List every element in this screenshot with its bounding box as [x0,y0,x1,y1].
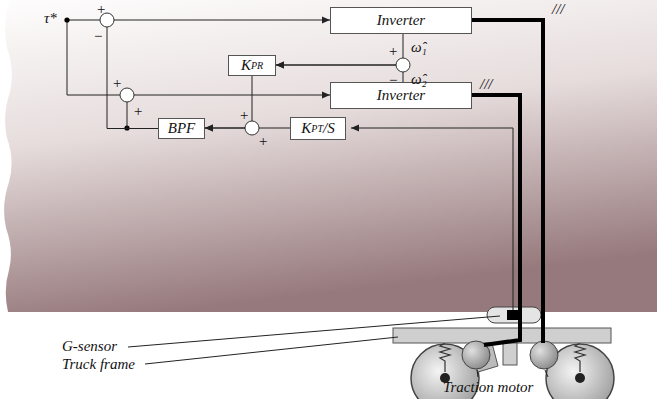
part-name: Traction motor [443,380,533,395]
box-text: K [241,58,251,73]
signal-connector [276,62,403,83]
signal-connector [107,17,330,129]
wheel-hub [575,373,585,383]
g-sensor [507,310,519,320]
inverter-box: Inverter [330,82,472,109]
signal-wire [67,20,513,310]
sign-label: + [133,104,143,119]
box-text: /S [323,121,335,136]
box-text: BPF [168,121,196,136]
sign-label: + [96,2,106,17]
box-text: Inverter [377,88,425,103]
junction-dot [64,17,69,22]
signal-connector [205,125,290,132]
three-phase-mark: /// [480,77,493,92]
control-panel [4,0,657,312]
sign-label: − [388,73,398,88]
arrowhead [351,125,359,132]
box-text: K [301,121,311,136]
signal-name: ω̂₁ [411,40,427,55]
signal-connector [205,76,252,132]
filter-box: BPF [158,118,205,139]
power-line [472,20,543,345]
sign-label: + [112,76,122,91]
sign-label: − [93,29,103,44]
sign-label: + [239,108,249,123]
box-text: Inverter [377,13,425,28]
signal-connector [276,34,403,69]
sign-label: + [388,44,398,59]
integrator-box: KPT/S [290,117,346,140]
three-phase-mark: /// [552,2,565,17]
box-text: PT [311,124,323,134]
sign-label: + [258,134,268,149]
part-name: Truck frame [62,357,135,372]
gain-box: KPR [228,55,276,76]
center-post [503,343,517,365]
leader-line [128,316,548,377]
signal-name: τ* [44,11,57,26]
signal-name: ω̂₂ [411,72,427,87]
box-text: PR [251,61,263,71]
g-sensor-housing [487,307,541,323]
traction-motor [530,341,558,369]
inverter-box: Inverter [330,7,472,34]
part-name: G-sensor [62,339,117,354]
